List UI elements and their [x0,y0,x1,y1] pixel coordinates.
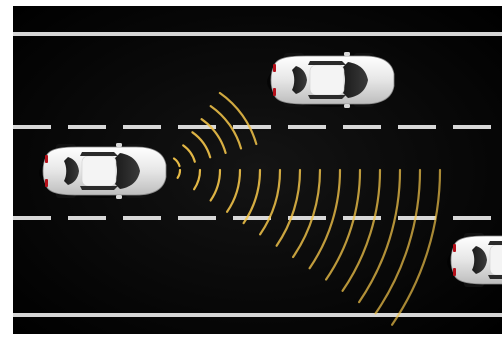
upper-lane-divider [13,125,491,129]
car-ahead-left-lane [267,52,395,108]
ego-car [39,143,167,199]
lower-lane-divider [13,216,491,220]
bottom-edge-line [13,313,502,317]
top-edge-line [13,32,502,36]
